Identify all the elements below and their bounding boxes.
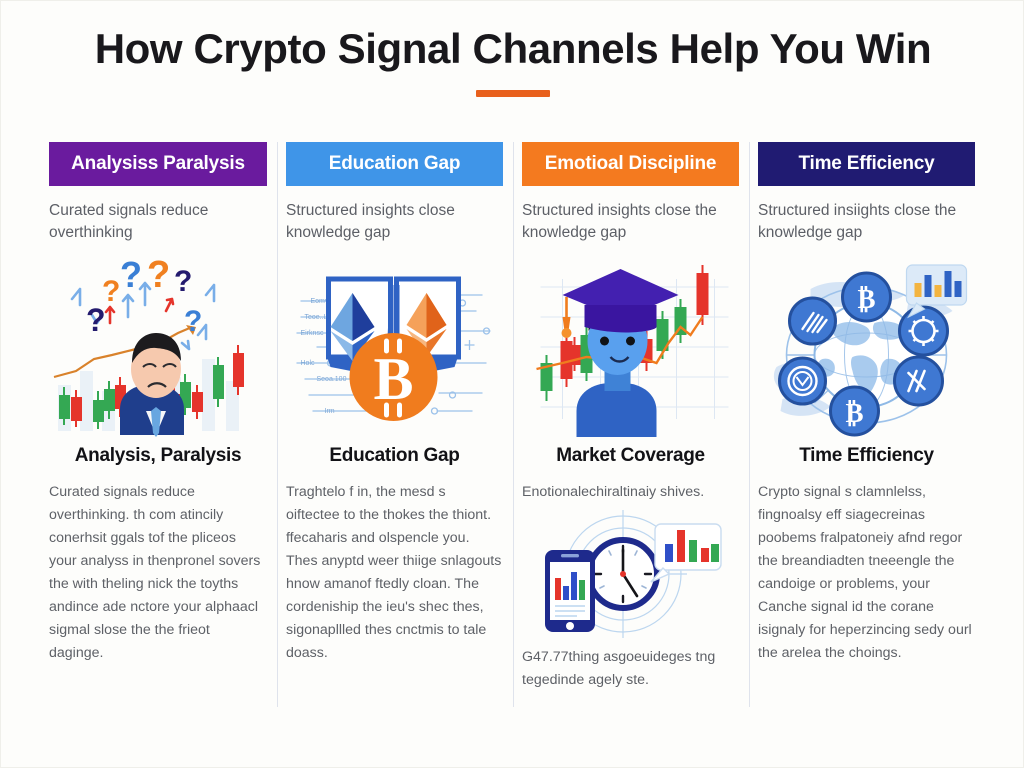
column-heading: Market Coverage xyxy=(556,444,705,466)
column-body-outro: G47.77thing asgoeuideges tng tegedinde a… xyxy=(522,648,716,688)
badge-analysis-paralysis: Analysiss Paralysis xyxy=(49,142,267,186)
badge-label: Education Gap xyxy=(328,153,461,174)
badge-label: Time Efficiency xyxy=(798,153,935,174)
svg-text:Eirknsc: Eirknsc xyxy=(301,330,324,337)
column-emotional-discipline: Emotioal Discipline Structured insights … xyxy=(513,142,749,707)
svg-text:?: ? xyxy=(86,302,106,338)
column-heading: Education Gap xyxy=(329,444,460,466)
columns-container: Analysiss Paralysis Curated signals redu… xyxy=(41,142,985,707)
page-title: How Crypto Signal Channels Help You Win xyxy=(94,25,932,72)
title-accent-rule xyxy=(476,90,550,98)
badge-label: Analysiss Paralysis xyxy=(71,153,245,174)
badge-time-efficiency: Time Efficiency xyxy=(758,142,975,186)
svg-text:?: ? xyxy=(174,265,192,298)
clock-phone-barchart-icon xyxy=(544,509,722,638)
column-heading: Time Efficiency xyxy=(799,444,934,466)
column-education-gap: Education Gap Structured insights close … xyxy=(277,142,513,707)
svg-text:?: ? xyxy=(102,275,120,308)
column-body: Curated signals reduce overthinking. th … xyxy=(49,483,261,661)
svg-text:?: ? xyxy=(147,259,170,296)
svg-text:₿: ₿ xyxy=(845,398,863,428)
svg-text:Eomv: Eomv xyxy=(311,298,329,305)
globe-crypto-coins-network-icon: ₿ ₿ xyxy=(773,264,968,437)
column-body-intro: Enotionalechiraltinaiy shives. xyxy=(522,483,705,500)
confused-trader-question-marks-candlestick-icon: ? ? ? ? ? ? xyxy=(53,259,244,437)
svg-text:Holc: Holc xyxy=(301,360,316,367)
svg-text:Seoa.100: Seoa.100 xyxy=(317,376,347,383)
svg-text:Irm: Irm xyxy=(325,408,335,415)
badge-label: Emotioal Discipline xyxy=(544,153,717,174)
badge-education-gap: Education Gap xyxy=(286,142,503,186)
column-subtitle: Curated signals reduce overthinking xyxy=(49,202,209,242)
svg-text:₿: ₿ xyxy=(857,284,875,314)
graduate-candlestick-chart-icon xyxy=(536,264,729,437)
svg-text:Teoe..L: Teoe..L xyxy=(305,314,328,321)
column-analysis-paralysis: Analysiss Paralysis Curated signals redu… xyxy=(41,142,277,707)
svg-text:B: B xyxy=(373,346,413,412)
badge-emotional-discipline: Emotioal Discipline xyxy=(522,142,739,186)
column-subtitle: Structured insights close knowledge gap xyxy=(286,202,455,242)
title-block: How Crypto Signal Channels Help You Win xyxy=(1,25,1024,98)
column-body: Enotionalechiraltinaiy shives. xyxy=(522,481,739,692)
column-time-efficiency: Time Efficiency Structured insiights clo… xyxy=(749,142,985,707)
svg-text:?: ? xyxy=(120,259,142,295)
svg-text:?: ? xyxy=(184,305,202,338)
column-body: Crypto signal s clamnlelss, fingnoalsy e… xyxy=(758,483,972,661)
column-body: Traghtelo f in, the mesd s oiftectee to … xyxy=(286,483,502,661)
column-subtitle: Structured insiights close the knowledge… xyxy=(758,202,957,242)
column-heading: Analysis, Paralysis xyxy=(74,444,242,466)
column-subtitle: Structured insights close the knowledge … xyxy=(522,202,717,242)
